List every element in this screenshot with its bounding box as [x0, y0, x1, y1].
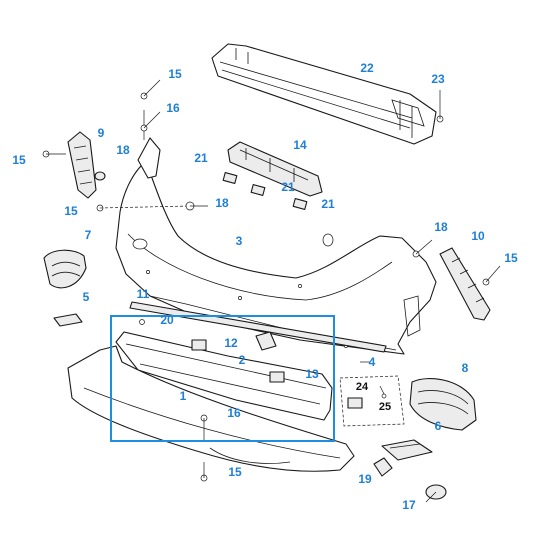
label-21-b[interactable]: 21: [281, 180, 295, 194]
center-bracket-part[interactable]: [227, 141, 323, 197]
label-2[interactable]: 2: [239, 353, 246, 367]
label-20[interactable]: 20: [160, 313, 174, 327]
right-reflector-part[interactable]: [409, 378, 477, 431]
diffuser-panel-part[interactable]: [115, 331, 333, 421]
label-18-right[interactable]: 18: [434, 220, 448, 234]
label-14[interactable]: 14: [293, 138, 307, 152]
nut-18-mid: [185, 201, 208, 211]
clip-21-b[interactable]: [250, 184, 266, 196]
label-16-top[interactable]: 16: [166, 101, 180, 115]
label-1[interactable]: 1: [180, 389, 187, 403]
label-12[interactable]: 12: [224, 336, 238, 350]
beam-bolt: [436, 90, 444, 123]
label-6[interactable]: 6: [435, 419, 442, 433]
label-10[interactable]: 10: [471, 229, 485, 243]
left-reflector-part[interactable]: [43, 249, 87, 289]
screw-16-top: [140, 111, 161, 132]
reinforcement-beam-part[interactable]: [211, 43, 437, 145]
bumper-cover-part[interactable]: [115, 159, 437, 355]
nut-18-right: [412, 239, 433, 258]
highlight-box: [110, 315, 335, 442]
label-15-bottom[interactable]: 15: [228, 465, 242, 479]
trim-strip-part[interactable]: [129, 301, 387, 353]
label-21-a[interactable]: 21: [194, 151, 208, 165]
label-15-right[interactable]: 15: [504, 251, 518, 265]
label-16-bottom[interactable]: 16: [227, 406, 241, 420]
label-11[interactable]: 11: [137, 287, 150, 301]
label-5[interactable]: 5: [83, 290, 90, 304]
label-22[interactable]: 22: [360, 61, 374, 75]
label-18-left[interactable]: 18: [116, 143, 130, 157]
screw-15-mid: [96, 204, 191, 212]
label-18-mid[interactable]: 18: [215, 196, 229, 210]
screw-15-right: [482, 265, 501, 286]
label-15-top[interactable]: 15: [168, 67, 182, 81]
label-24[interactable]: 24: [356, 381, 369, 393]
fastener-detail-box: [339, 375, 405, 427]
label-7[interactable]: 7: [85, 228, 92, 242]
callout-labels: 1 2 3 4 5 6 7 8 9 10 11 12 13 14 15 15 1…: [12, 61, 518, 512]
right-side-bracket-part[interactable]: [439, 247, 491, 321]
left-trim-clip-part[interactable]: [53, 313, 83, 327]
label-19[interactable]: 19: [358, 472, 372, 486]
label-23[interactable]: 23: [431, 72, 445, 86]
nut-18-left: [94, 171, 106, 181]
clip-21-a[interactable]: [222, 172, 238, 184]
left-side-bracket-part[interactable]: [67, 131, 97, 199]
callout-labels-detail: 24 25: [356, 381, 391, 413]
label-17[interactable]: 17: [402, 498, 416, 512]
label-21-c[interactable]: 21: [321, 197, 335, 211]
label-25[interactable]: 25: [379, 401, 391, 413]
lower-cover-part[interactable]: [67, 345, 355, 482]
screw-15-top: [140, 79, 161, 100]
clip-20: [139, 319, 145, 325]
small-bracket-part[interactable]: [373, 457, 393, 477]
screw-15-left: [42, 150, 66, 158]
push-clip-part[interactable]: [425, 484, 447, 503]
label-3[interactable]: 3: [236, 234, 243, 248]
label-4[interactable]: 4: [369, 355, 376, 369]
label-8[interactable]: 8: [462, 361, 469, 375]
clip-21-c[interactable]: [292, 198, 308, 210]
label-15-left[interactable]: 15: [12, 153, 26, 167]
label-9[interactable]: 9: [98, 126, 105, 140]
label-15-mid[interactable]: 15: [64, 204, 78, 218]
lower-right-clip-part[interactable]: [381, 439, 433, 461]
label-13[interactable]: 13: [305, 367, 319, 381]
